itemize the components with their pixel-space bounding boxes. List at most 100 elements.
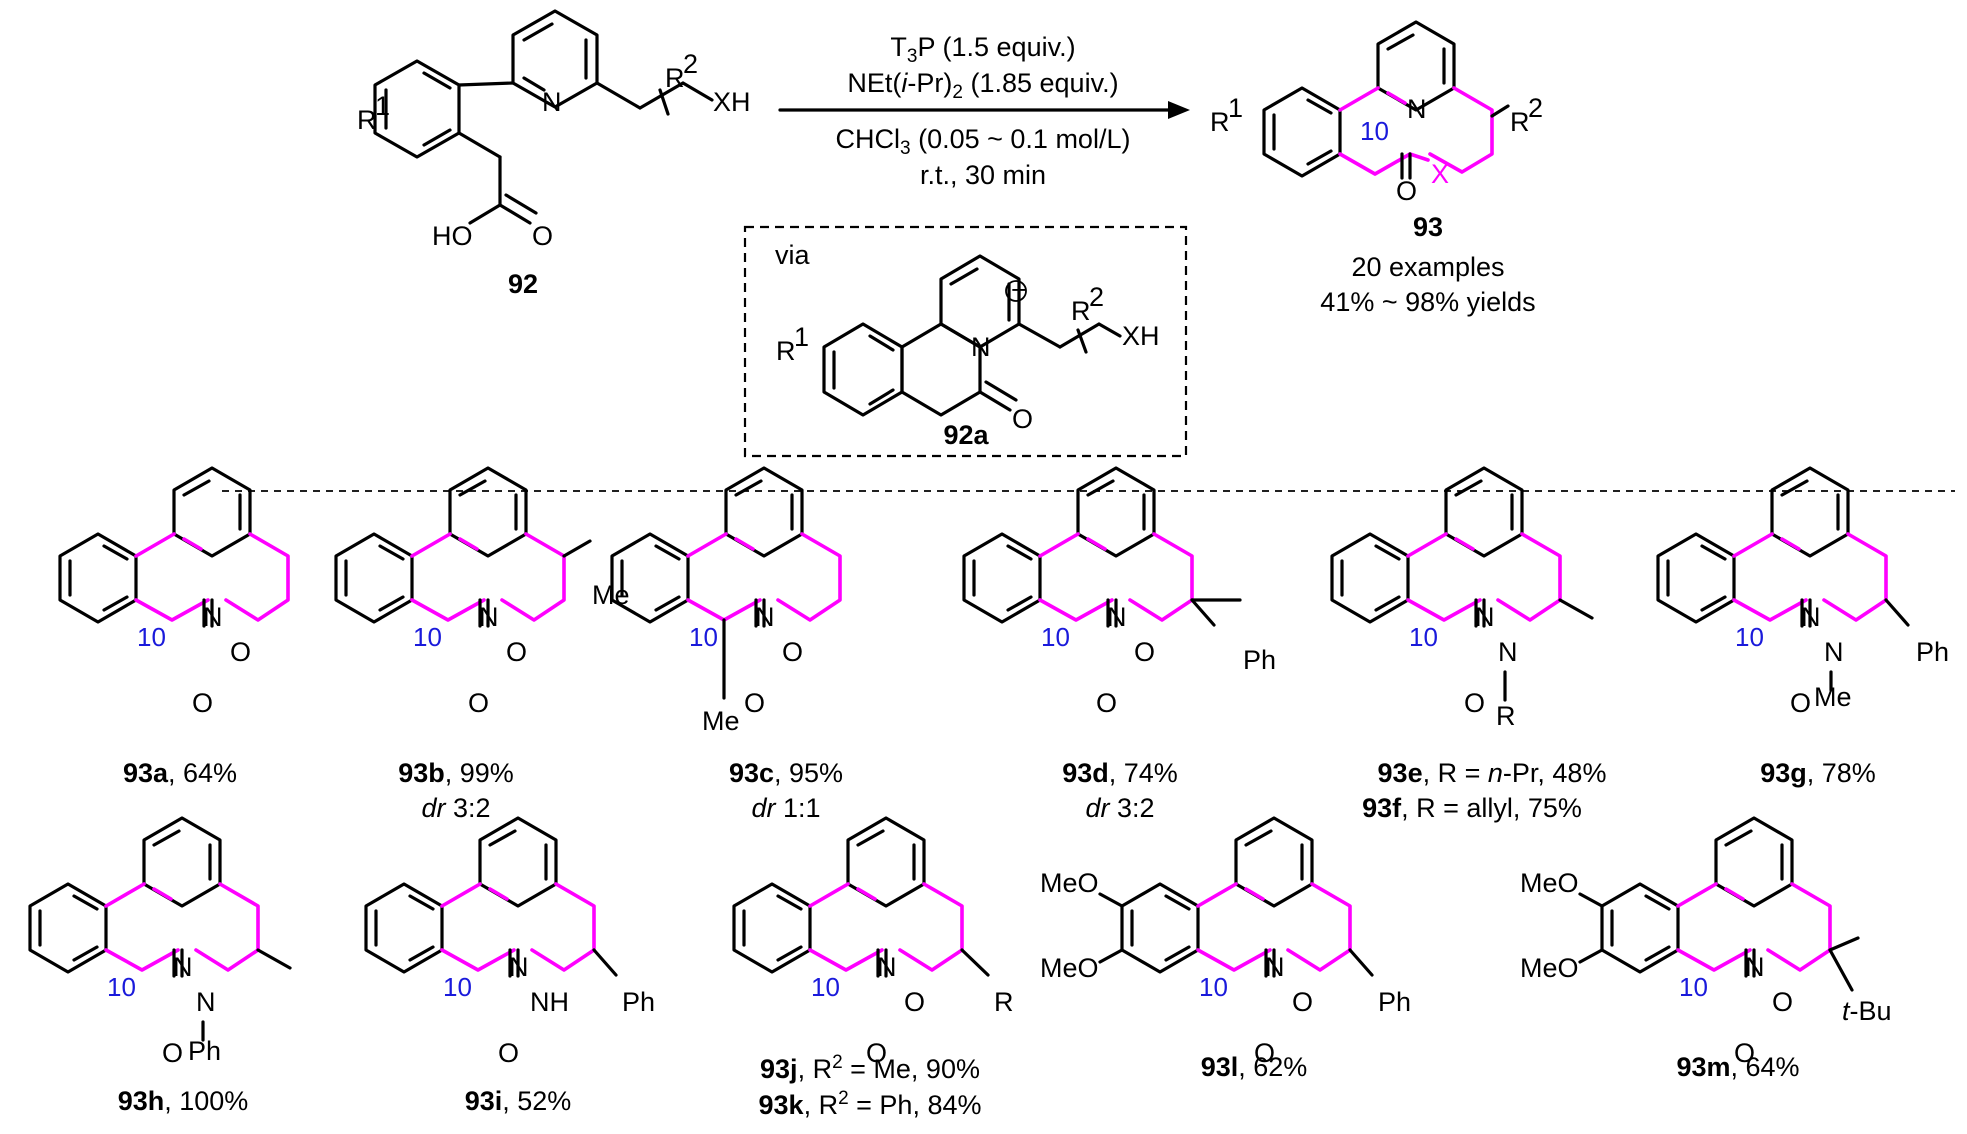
example-93l-caption: 93l, 62% (1201, 1052, 1308, 1082)
example-93l-o-carbonyl: O (1254, 1038, 1275, 1068)
example-93e-n-sub: R (1496, 701, 1516, 731)
example-93i-ph-bond (592, 948, 618, 977)
intermediate-r1-label: R (776, 336, 796, 366)
intermediate-xh-label: XH (1122, 321, 1160, 351)
example-93g-ring-size: 10 (1735, 622, 1764, 652)
example-93l-ome2-bond (1098, 948, 1124, 964)
example-93l-ph-bond (1348, 948, 1374, 977)
product-n-atom: N (1407, 94, 1427, 124)
example-93c-o-ring: O (782, 637, 803, 667)
product-o-atom: O (1396, 176, 1417, 206)
condition-line-2: NEt(i-Pr)2 (1.85 equiv.) (847, 68, 1118, 103)
example-93j-r-bond (960, 948, 990, 977)
example-93j-o-carbonyl: O (866, 1038, 887, 1068)
example-93l-ph: Ph (1378, 987, 1411, 1017)
example-93g-n: N (1801, 602, 1821, 632)
intermediate-r2-sup: 2 (1089, 282, 1104, 312)
example-93m-ome2-bond (1578, 948, 1604, 964)
example-93l-o-ring: O (1292, 987, 1313, 1017)
reactant-o-label: O (532, 221, 553, 251)
example-93d-dr: dr 3:2 (1085, 793, 1154, 823)
example-93i-nh: NH (530, 987, 569, 1017)
example-93h-o-carbonyl: O (162, 1038, 183, 1068)
example-93b-o-carbonyl: O (468, 688, 489, 718)
example-93m-caption: 93m, 64% (1676, 1052, 1799, 1082)
reactant-n-atom: N (542, 87, 562, 117)
example-93d-o-ring: O (1134, 637, 1155, 667)
example-93m-ome1-bond (1578, 892, 1604, 908)
example-93a-n: N (203, 602, 223, 632)
example-93m-tbu: t-Bu (1842, 996, 1892, 1026)
example-93d-ph: Ph (1243, 645, 1276, 675)
example-93i-n: N (509, 952, 529, 982)
example-93j-n: N (877, 952, 897, 982)
product-r1-label: R (1210, 107, 1230, 137)
example-93j-caption: 93j, R2 = Me, 90% (760, 1052, 980, 1084)
intermediate-n-atom: N (971, 332, 991, 362)
example-93h-n-ring: N (196, 987, 216, 1017)
example-93m-tbu-bond (1828, 948, 1854, 992)
example-93l-ring-size: 10 (1199, 972, 1228, 1002)
example-93e-ring-size: 10 (1409, 622, 1438, 652)
example-93i-structure (364, 816, 596, 978)
example-93l-n: N (1265, 952, 1285, 982)
condition-line-3: CHCl3 (0.05 ~ 0.1 mol/L) (836, 124, 1131, 159)
example-93j-r: R (994, 987, 1014, 1017)
intermediate-id: 92a (943, 420, 989, 450)
example-93g-caption: 93g, 78% (1760, 758, 1876, 788)
example-93d-ring-size: 10 (1041, 622, 1070, 652)
example-93c-caption: 93c, 95% (729, 758, 843, 788)
example-93i-ph: Ph (622, 987, 655, 1017)
example-93j-ring-size: 10 (811, 972, 840, 1002)
product-yields: 41% ~ 98% yields (1320, 287, 1535, 317)
product-r2-label: R (1510, 107, 1530, 137)
example-93j-o-ring: O (904, 987, 925, 1017)
reactant-r1-sup: 1 (375, 91, 390, 121)
example-93a-caption: 93a, 64% (123, 758, 237, 788)
product-id: 93 (1413, 212, 1443, 242)
intermediate-r2-label: R (1071, 296, 1091, 326)
example-93a-ring-size: 10 (137, 622, 166, 652)
example-93a-o-ring: O (230, 637, 251, 667)
example-93g-n-ring: N (1824, 637, 1844, 667)
intermediate-charge: + (1011, 275, 1027, 305)
example-93c-n: N (755, 602, 775, 632)
example-93i-caption: 93i, 52% (465, 1086, 572, 1116)
example-93g-n-sub: Me (1814, 682, 1852, 712)
example-93l-ome1-bond (1098, 892, 1124, 908)
example-93c-me: Me (702, 706, 740, 736)
reactant-r1-label: R (357, 105, 377, 135)
example-93h-caption: 93h, 100% (118, 1086, 249, 1116)
reactant-r2-sup: 2 (683, 49, 698, 79)
example-93h-n: N (173, 952, 193, 982)
example-93b-o-ring: O (506, 637, 527, 667)
example-93m-o-carbonyl: O (1734, 1038, 1755, 1068)
example-93g-o-carbonyl: O (1790, 688, 1811, 718)
product-93-structure (1262, 20, 1510, 180)
example-93m-me-bond (1828, 936, 1860, 952)
example-93h-structure (28, 816, 260, 978)
example-93d-caption: 93d, 74% (1062, 758, 1178, 788)
example-93m-o-ring: O (1772, 987, 1793, 1017)
example-93a-o-carbonyl: O (192, 688, 213, 718)
example-93b-dr: dr 3:2 (421, 793, 490, 823)
example-93l-ome2: MeO (1040, 953, 1099, 983)
reactant-xh-label: XH (713, 87, 751, 117)
example-93m-structure (1600, 816, 1832, 978)
example-93c-dr: dr 1:1 (751, 793, 820, 823)
example-93g-ph-bond (1884, 598, 1910, 627)
example-93b-caption: 93b, 99% (398, 758, 514, 788)
intermediate-o-atom: O (1012, 404, 1033, 434)
reactant-ho-label: HO (432, 221, 473, 251)
example-93h-me-bond (256, 948, 292, 970)
example-93h-n-sub: Ph (188, 1036, 221, 1066)
example-93m-ome2: MeO (1520, 953, 1579, 983)
example-93c-structure (610, 466, 842, 628)
example-93e-n-ring: N (1498, 637, 1518, 667)
example-93m-ring-size: 10 (1679, 972, 1708, 1002)
condition-line-4: r.t., 30 min (920, 160, 1046, 190)
example-93d-o-carbonyl: O (1096, 688, 1117, 718)
condition-line-1: T3P (1.5 equiv.) (890, 32, 1075, 67)
product-examples: 20 examples (1351, 252, 1504, 282)
